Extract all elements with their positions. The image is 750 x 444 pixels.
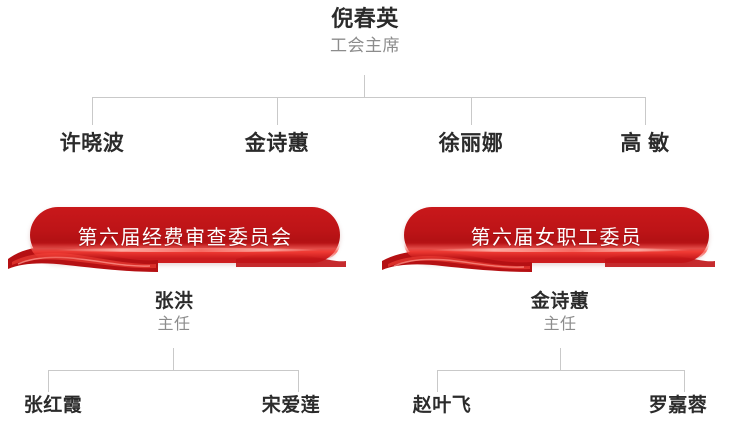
leader-node-4: 高 敏 — [620, 132, 669, 157]
committee-1-head-name: 张洪 — [154, 291, 194, 312]
committee-2-member-2: 罗嘉蓉 — [649, 395, 708, 417]
committee-2-member-1-name: 赵叶飞 — [412, 395, 472, 416]
connector-committee-1-stem — [173, 348, 174, 370]
committee-2-head-title: 主任 — [543, 316, 577, 334]
leader-node-1: 许晓波 — [60, 132, 125, 157]
committee-1-member-1-name: 张红霞 — [23, 395, 83, 416]
connector-committee-2-drop-2 — [684, 370, 685, 392]
leader-node-4-name: 高 敏 — [620, 132, 670, 155]
leader-node-2-name: 金诗蕙 — [244, 132, 310, 155]
committee-banner-2-label: 第六届女职工委员 — [470, 226, 643, 249]
committee-1-head-title: 主任 — [157, 316, 191, 334]
connector-committee-1-drop-2 — [298, 370, 299, 392]
committee-banner-1-label: 第六届经费审查委员会 — [77, 226, 293, 249]
connector-leader-bus — [92, 97, 646, 98]
committee-1-member-2: 宋爱莲 — [262, 395, 321, 417]
committee-banner-1[interactable]: 第六届经费审查委员会 — [8, 207, 346, 272]
connector-leader-drop-3 — [471, 97, 472, 125]
connector-committee-2-drop-1 — [437, 370, 438, 392]
connector-root-stem — [364, 75, 365, 97]
committee-1-head: 张洪 主任 — [154, 291, 193, 335]
connector-leader-drop-2 — [277, 97, 278, 125]
root-node: 倪春英 工会主席 — [330, 6, 400, 56]
leader-node-1-name: 许晓波 — [59, 132, 125, 155]
committee-2-head-name: 金诗蕙 — [530, 291, 590, 312]
connector-committee-1-drop-1 — [48, 370, 49, 392]
committee-2-head: 金诗蕙 主任 — [531, 291, 590, 335]
connector-leader-drop-4 — [645, 97, 646, 125]
connector-committee-2-stem — [560, 348, 561, 370]
committee-2-member-1: 赵叶飞 — [413, 395, 472, 417]
connector-leader-drop-1 — [92, 97, 93, 125]
root-node-name: 倪春英 — [331, 6, 399, 31]
connector-committee-2-bus — [437, 370, 684, 371]
committee-2-member-2-name: 罗嘉蓉 — [648, 395, 708, 416]
committee-1-member-2-name: 宋爱莲 — [261, 395, 321, 416]
leader-node-3-name: 徐丽娜 — [438, 132, 504, 155]
root-node-title: 工会主席 — [330, 35, 400, 55]
leader-node-3: 徐丽娜 — [439, 132, 504, 157]
committee-banner-2[interactable]: 第六届女职工委员 — [382, 207, 715, 272]
connector-committee-1-bus — [48, 370, 298, 371]
committee-1-member-1: 张红霞 — [24, 395, 83, 417]
leader-node-2: 金诗蕙 — [245, 132, 310, 157]
